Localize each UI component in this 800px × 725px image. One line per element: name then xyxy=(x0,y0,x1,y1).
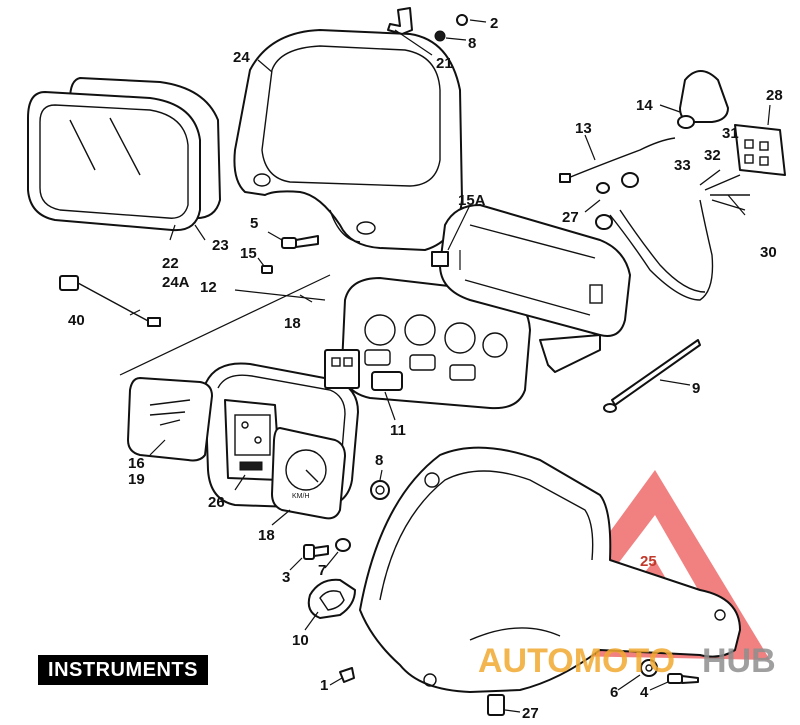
callout-19: 19 xyxy=(128,471,145,488)
indicator-11 xyxy=(371,371,403,421)
screw-15 xyxy=(257,257,273,274)
tag-27-bottom xyxy=(487,694,505,716)
callout-18-upper: 18 xyxy=(284,315,301,332)
watermark-text-a: AUTOMOTO xyxy=(478,642,675,680)
callout-8-grommet: 8 xyxy=(375,452,383,469)
callout-11: 11 xyxy=(390,422,406,439)
callout-12: 12 xyxy=(200,279,217,296)
screw-4 xyxy=(667,673,699,684)
watermark-text-b: HUB xyxy=(702,642,776,680)
section-title: INSTRUMENTS xyxy=(38,655,208,685)
callout-40: 40 xyxy=(68,312,85,329)
callout-23: 23 xyxy=(212,237,229,254)
speedometer-face: KM/H xyxy=(271,427,346,520)
lower-shroud xyxy=(359,446,741,693)
screw-3 xyxy=(303,544,329,560)
callout-24a: 24A xyxy=(162,274,190,291)
circuit-board xyxy=(224,399,281,481)
callout-2: 2 xyxy=(490,15,498,32)
screw-5 xyxy=(267,231,319,249)
callout-32: 32 xyxy=(704,147,721,164)
callout-1: 1 xyxy=(320,677,328,694)
leader-lines xyxy=(119,29,771,713)
nut-8-top xyxy=(434,30,467,42)
sensor-40 xyxy=(59,275,161,327)
washer-7 xyxy=(335,538,351,552)
bezel-10 xyxy=(307,578,356,619)
grommet-8 xyxy=(370,480,390,500)
callout-labels: 1 2 3 4 5 6 7 8 8 9 10 11 12 13 14 15 15… xyxy=(68,15,783,722)
callout-31: 31 xyxy=(722,125,739,142)
fuel-gauge-face xyxy=(127,377,213,462)
callout-27-top: 27 xyxy=(562,209,579,226)
callout-3: 3 xyxy=(282,569,290,586)
watermark-text: AUTOMOTO HUB xyxy=(478,642,776,680)
mount-bracket xyxy=(431,204,631,373)
relay-14 xyxy=(677,70,729,129)
callout-16: 16 xyxy=(128,455,145,472)
upper-housing xyxy=(233,29,463,251)
cable-13 xyxy=(559,137,676,183)
callout-8-top: 8 xyxy=(468,35,476,52)
screw-2 xyxy=(456,14,487,26)
bracket-21 xyxy=(387,7,413,35)
callout-30: 30 xyxy=(760,244,777,261)
callout-15a: 15A xyxy=(458,192,486,209)
washer-6 xyxy=(640,659,658,677)
callout-22: 22 xyxy=(162,255,179,272)
lens-glass-assembly xyxy=(27,77,221,232)
callout-26: 26 xyxy=(208,494,225,511)
callout-4: 4 xyxy=(640,684,649,701)
callout-25: 25 xyxy=(640,553,657,570)
callout-5: 5 xyxy=(250,215,258,232)
callout-28: 28 xyxy=(766,87,783,104)
callout-15: 15 xyxy=(240,245,257,262)
callout-7: 7 xyxy=(318,562,326,579)
lamp-block xyxy=(324,349,360,389)
callout-9: 9 xyxy=(692,380,700,397)
rod-9 xyxy=(603,339,701,413)
speedo-unit-label: KM/H xyxy=(292,493,310,500)
callout-10: 10 xyxy=(292,632,309,649)
callout-24: 24 xyxy=(233,49,250,66)
callout-21: 21 xyxy=(436,55,453,72)
callout-27-bottom: 27 xyxy=(522,705,539,722)
callout-14: 14 xyxy=(636,97,653,114)
callout-18-speedo: 18 xyxy=(258,527,275,544)
callout-13: 13 xyxy=(575,120,592,137)
wiring-harness xyxy=(595,169,750,301)
screw-1 xyxy=(339,667,355,683)
connector-28 xyxy=(734,124,786,176)
callout-6: 6 xyxy=(610,684,618,701)
callout-33: 33 xyxy=(674,157,691,174)
